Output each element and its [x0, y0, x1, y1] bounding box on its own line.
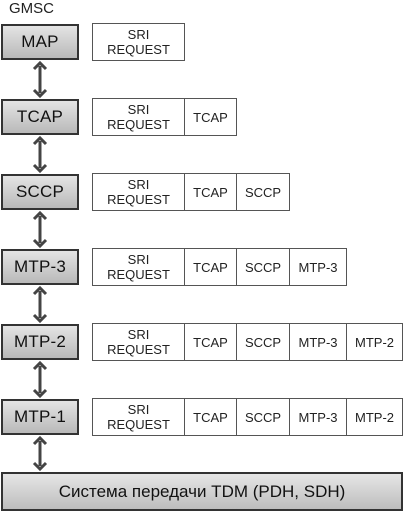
layer-mtp2-box: MTP-2 — [1, 324, 79, 360]
layer-mtp3-box: MTP-3 — [1, 249, 79, 285]
message-row-map: SRI REQUEST — [92, 23, 185, 61]
sccp-header-cell: SCCP — [236, 173, 290, 211]
mtp3-header-cell: MTP-3 — [289, 398, 347, 436]
sri-label: SRI — [127, 252, 150, 267]
message-row-mtp1: SRI REQUEST TCAP SCCP MTP-3 MTP-2 — [92, 398, 403, 436]
sccp-header-cell: SCCP — [236, 323, 290, 361]
tcap-header-cell: TCAP — [184, 98, 237, 136]
sri-label: SRI — [127, 327, 150, 342]
sri-request-cell: SRI REQUEST — [92, 248, 185, 286]
mtp2-header-cell: MTP-2 — [346, 398, 403, 436]
sri-request-cell: SRI REQUEST — [92, 23, 185, 61]
diagram-title: GMSC — [9, 0, 54, 17]
message-row-tcap: SRI REQUEST TCAP — [92, 98, 237, 136]
double-arrow-icon — [32, 60, 48, 99]
tcap-header-cell: TCAP — [184, 398, 237, 436]
request-label: REQUEST — [107, 267, 170, 282]
layer-map-box: MAP — [1, 24, 79, 60]
mtp3-header-cell: MTP-3 — [289, 248, 347, 286]
sri-label: SRI — [127, 102, 150, 117]
sri-request-cell: SRI REQUEST — [92, 98, 185, 136]
request-label: REQUEST — [107, 417, 170, 432]
double-arrow-icon — [32, 360, 48, 399]
double-arrow-icon — [32, 435, 48, 472]
double-arrow-icon — [32, 285, 48, 324]
message-row-mtp3: SRI REQUEST TCAP SCCP MTP-3 — [92, 248, 347, 286]
request-label: REQUEST — [107, 342, 170, 357]
sri-label: SRI — [127, 402, 150, 417]
mtp2-header-cell: MTP-2 — [346, 323, 403, 361]
layer-mtp1-box: MTP-1 — [1, 399, 79, 435]
sccp-header-cell: SCCP — [236, 248, 290, 286]
sri-label: SRI — [127, 27, 150, 42]
sccp-header-cell: SCCP — [236, 398, 290, 436]
message-row-sccp: SRI REQUEST TCAP SCCP — [92, 173, 290, 211]
sri-request-cell: SRI REQUEST — [92, 398, 185, 436]
layer-tcap-box: TCAP — [1, 99, 79, 135]
request-label: REQUEST — [107, 192, 170, 207]
layer-sccp-box: SCCP — [1, 174, 79, 210]
message-row-mtp2: SRI REQUEST TCAP SCCP MTP-3 MTP-2 — [92, 323, 403, 361]
request-label: REQUEST — [107, 117, 170, 132]
tcap-header-cell: TCAP — [184, 173, 237, 211]
double-arrow-icon — [32, 135, 48, 174]
double-arrow-icon — [32, 210, 48, 249]
sri-request-cell: SRI REQUEST — [92, 173, 185, 211]
sri-label: SRI — [127, 177, 150, 192]
tcap-header-cell: TCAP — [184, 323, 237, 361]
request-label: REQUEST — [107, 42, 170, 57]
mtp3-header-cell: MTP-3 — [289, 323, 347, 361]
sri-request-cell: SRI REQUEST — [92, 323, 185, 361]
tcap-header-cell: TCAP — [184, 248, 237, 286]
transport-layer-box: Система передачи TDM (PDH, SDH) — [1, 472, 403, 511]
